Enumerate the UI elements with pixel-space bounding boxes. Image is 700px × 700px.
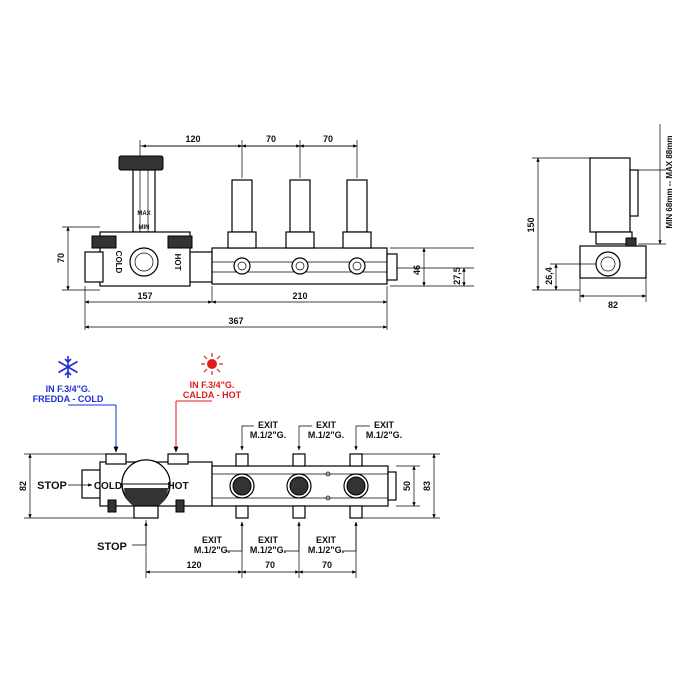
inlet-left — [84, 251, 104, 283]
wall-box — [589, 157, 631, 233]
dim-label: 46 — [412, 265, 422, 275]
dim-label: 70 — [265, 560, 275, 570]
hot-inlet-line1: IN F.3/4"G. — [190, 380, 235, 390]
stop-label-left: STOP — [37, 480, 67, 492]
svg-text:EXIT: EXIT — [316, 535, 337, 545]
diverter-handle — [118, 155, 164, 171]
top-view: IN F.3/4"G. FREDDA - COLD IN F.3/4"G. CA… — [18, 353, 440, 578]
outlet-pipe — [342, 179, 372, 275]
hot-inlet-line2: CALDA - HOT — [183, 390, 242, 400]
svg-text:M.1/2"G.: M.1/2"G. — [194, 545, 230, 555]
outlet-pipe — [227, 179, 257, 275]
exit-label-top: EXIT M.1/2"G. — [240, 420, 286, 451]
max-label: MAX — [137, 211, 150, 217]
top-outlet — [286, 453, 312, 519]
exit-label-bottom: EXIT M.1/2"G. — [308, 521, 358, 555]
dim-label: 70 — [322, 560, 332, 570]
stop-hot-cap — [167, 235, 193, 249]
dim-label: 50 — [402, 481, 412, 491]
dim-label: 120 — [186, 560, 201, 570]
svg-text:M.1/2"G.: M.1/2"G. — [250, 545, 286, 555]
dim-label: 82 — [608, 300, 618, 310]
exit-label-top: EXIT M.1/2"G. — [297, 420, 344, 451]
cold-label-top: COLD — [94, 481, 122, 492]
min-label: MIN — [139, 225, 150, 231]
svg-text:EXIT: EXIT — [202, 535, 223, 545]
exit-label-bottom: EXIT M.1/2"G. — [250, 521, 301, 555]
diverter-stem — [132, 169, 156, 233]
svg-text:EXIT: EXIT — [258, 420, 279, 430]
dim-label: 120 — [185, 134, 200, 144]
dim-label: 157 — [137, 291, 152, 301]
dim-label: 82 — [18, 481, 28, 491]
svg-text:EXIT: EXIT — [258, 535, 279, 545]
top-outlet — [343, 453, 369, 519]
dim-label: 367 — [228, 316, 243, 326]
cold-inlet-line1: IN F.3/4"G. — [46, 384, 91, 394]
svg-text:EXIT: EXIT — [374, 420, 395, 430]
dim-label: 70 — [266, 134, 276, 144]
svg-text:M.1/2"G.: M.1/2"G. — [308, 430, 344, 440]
dim-label: 70 — [56, 253, 66, 263]
valve-cartridge — [129, 247, 159, 277]
hot-label-top: HOT — [167, 481, 188, 492]
hot-label-front: HOT — [173, 254, 182, 271]
outlet-pipe — [285, 179, 315, 275]
exit-label-top: EXIT M.1/2"G. — [354, 420, 402, 451]
exit-label-bottom: EXIT M.1/2"G. — [194, 521, 244, 555]
cold-label-front: COLD — [114, 251, 123, 274]
front-view: 120 70 70 MAX MIN COLD HOT — [56, 134, 474, 330]
dim-label: 150 — [526, 217, 536, 232]
inlet-right — [189, 251, 213, 283]
cold-inlet-line2: FREDDA - COLD — [33, 394, 104, 404]
dim-label: 27,5 — [452, 267, 462, 285]
svg-text:M.1/2"G.: M.1/2"G. — [366, 430, 402, 440]
dim-label: 83 — [422, 481, 432, 491]
stop-label-bottom: STOP — [97, 541, 127, 553]
wall-depth-label: MIN 68mm -- MAX 88mm — [665, 136, 674, 229]
svg-text:EXIT: EXIT — [316, 420, 337, 430]
svg-text:M.1/2"G.: M.1/2"G. — [308, 545, 344, 555]
stop-cold-cap — [91, 235, 117, 249]
dim-label: 26,4 — [544, 267, 554, 285]
side-view: 150 26,4 82 MIN 68mm -- MAX 88mm — [526, 124, 674, 310]
dim-label: 70 — [323, 134, 333, 144]
dim-label: 210 — [292, 291, 307, 301]
top-outlet — [229, 453, 255, 519]
svg-text:M.1/2"G.: M.1/2"G. — [250, 430, 286, 440]
snowflake-icon — [58, 356, 78, 378]
sun-icon — [201, 353, 223, 375]
